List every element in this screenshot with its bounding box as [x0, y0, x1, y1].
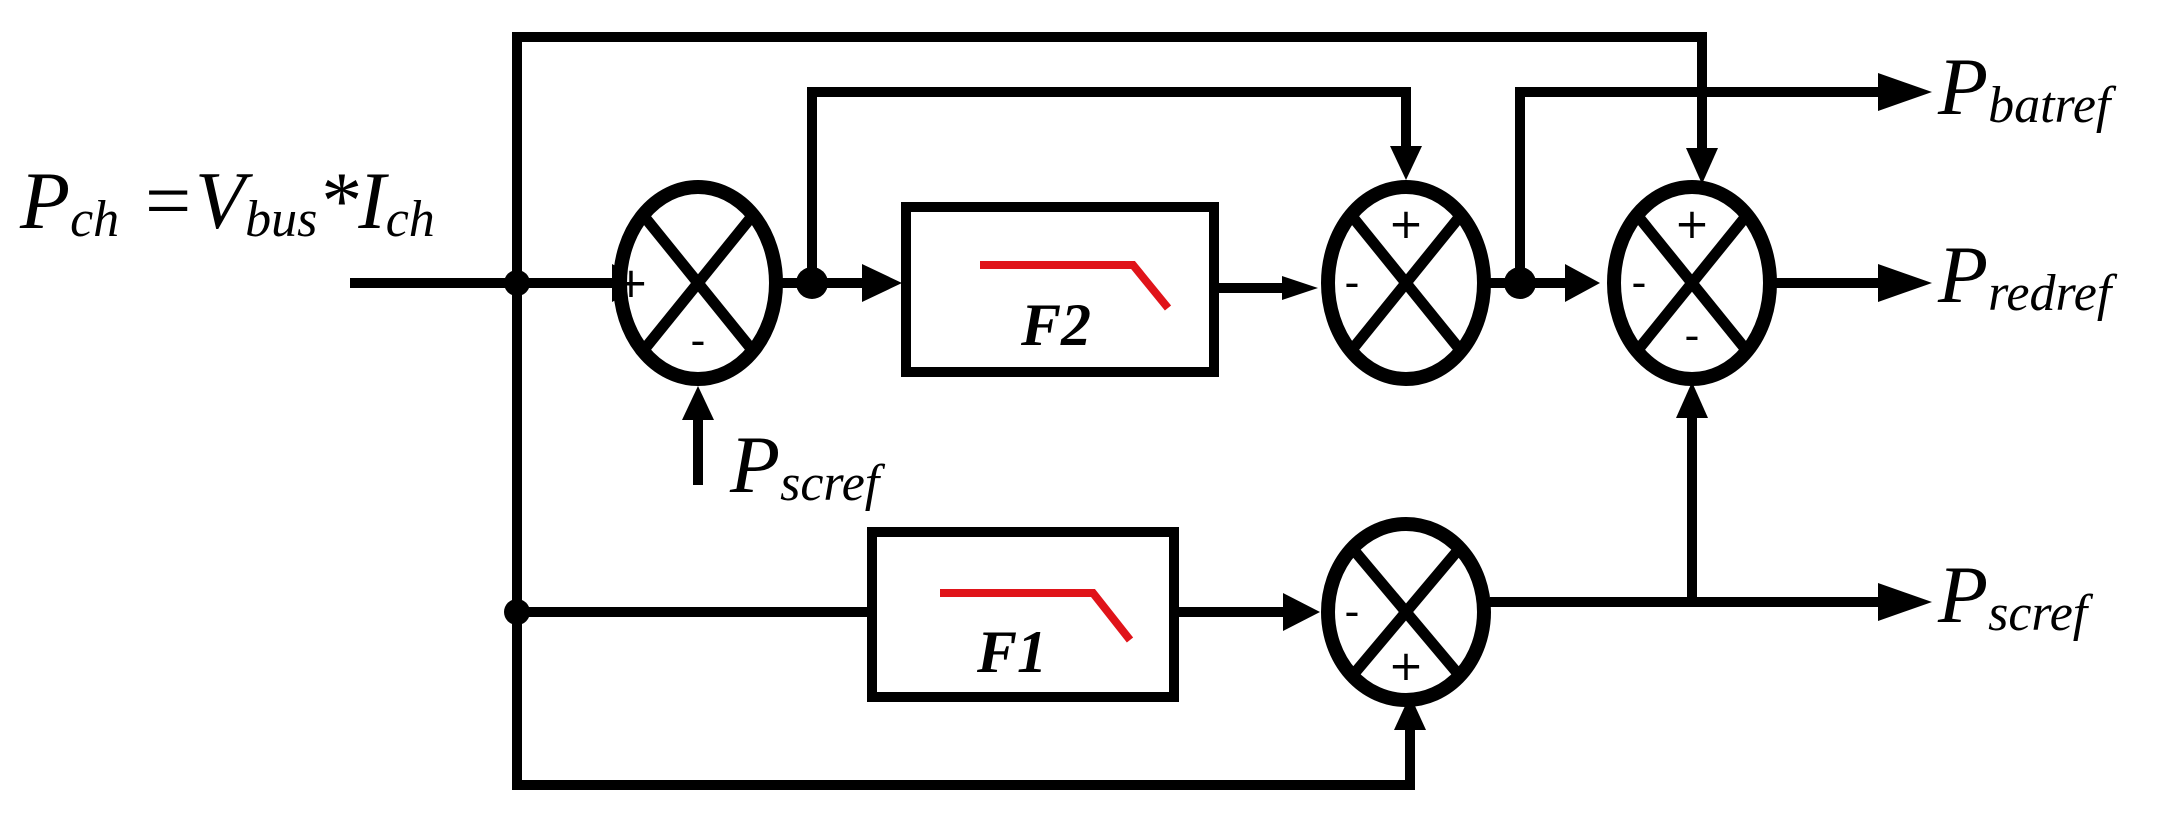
- input-power-label: Pch =Vbus*Ich: [19, 155, 435, 248]
- sum4-sign-bottom: +: [1388, 641, 1423, 690]
- sum3-sign-left: -: [1631, 258, 1646, 307]
- sum1-cross-b: [638, 211, 758, 355]
- junctions: [504, 267, 1536, 625]
- sum3-sign-top: +: [1674, 199, 1709, 248]
- bottom-feed-wire: [512, 728, 1415, 790]
- sum-junction-2: + -: [1321, 180, 1491, 386]
- sum4-cross-b: [1348, 545, 1464, 679]
- arrow-into-sum3-top: [1686, 148, 1718, 184]
- f2-label: F2: [1020, 292, 1091, 358]
- filter-block-f2: F2: [901, 202, 1219, 377]
- sum3-cross-b: [1632, 211, 1752, 355]
- arrow-scref-out: [1878, 583, 1932, 621]
- scref-input-label: Pscref: [729, 419, 886, 512]
- batref-output-label: Pbatref: [1937, 41, 2117, 134]
- sum3-sign-bottom: -: [1684, 311, 1699, 360]
- arrow-redref-out: [1878, 264, 1932, 302]
- sum-junction-3: + - -: [1607, 180, 1777, 386]
- f1-label: F1: [976, 619, 1047, 685]
- sum2-sign-top: +: [1388, 199, 1423, 248]
- arrow-into-sum2-top: [1390, 146, 1422, 180]
- f2-box: [901, 202, 1219, 377]
- sum-junction-1: + -: [613, 180, 783, 386]
- junction-f1-branch: [504, 599, 530, 625]
- filter-block-f1: F1: [867, 527, 1179, 702]
- arrow-into-sum3-bottom: [1676, 382, 1708, 418]
- sum-junction-4: - +: [1321, 517, 1491, 707]
- arrow-into-sum2-left: [1282, 276, 1318, 300]
- f2-bypass-wire: [807, 87, 1411, 283]
- arrow-into-sum3-left: [1565, 264, 1600, 302]
- arrow-into-sum4-bottom: [1394, 695, 1426, 730]
- top-feedforward-wire: [512, 32, 1707, 150]
- junction-input-trunk: [504, 270, 530, 296]
- batref-wire: [1515, 87, 1880, 283]
- junction-sum2-out: [1504, 267, 1536, 299]
- sum4-sign-left: -: [1344, 587, 1359, 636]
- sum2-sign-left: -: [1344, 258, 1359, 307]
- f2-lowpass-curve: [980, 261, 1172, 311]
- arrow-into-sum4-left: [1283, 593, 1320, 631]
- arrow-batref-out: [1878, 73, 1932, 111]
- arrowheads: [612, 73, 1932, 730]
- junction-sum1-out: [796, 267, 828, 299]
- redref-output-label: Predref: [1937, 229, 2118, 322]
- arrow-into-sum1-bottom: [682, 386, 714, 420]
- wires: [350, 32, 1880, 790]
- sum1-sign-bottom: -: [690, 316, 705, 365]
- f1-lowpass-curve: [940, 589, 1134, 643]
- f1-box: [867, 527, 1179, 702]
- scref-output-label: Pscref: [1937, 549, 2094, 642]
- sum1-sign-left: +: [613, 258, 648, 307]
- sum2-cross-b: [1346, 211, 1466, 355]
- arrow-into-f2: [862, 264, 902, 302]
